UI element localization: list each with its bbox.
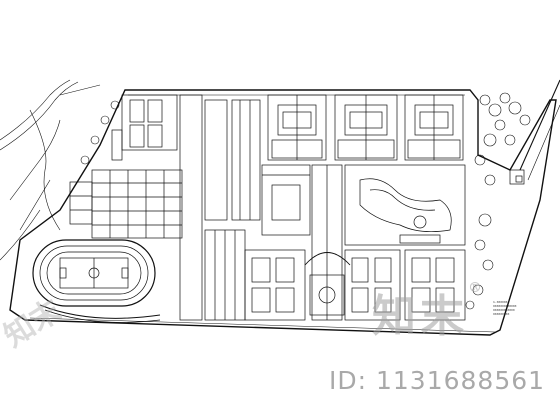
teaching-building-3 <box>404 94 464 161</box>
central-axis <box>261 164 351 321</box>
dormitory-strips <box>179 94 261 321</box>
landscape-garden <box>344 164 466 246</box>
residential-cluster-mid <box>344 249 401 321</box>
running-track <box>32 239 156 307</box>
teaching-building-2 <box>334 94 398 161</box>
site-boundary <box>9 89 557 336</box>
east-road <box>519 79 560 171</box>
plan-notes: 1.XXXXXX XXXXXXXXXXXXX XXXXXXXXXXXX XXXX… <box>493 300 553 330</box>
grandstand <box>39 304 161 323</box>
image-id-label: ID: 1131688561 <box>329 366 546 395</box>
sports-courts <box>69 169 183 239</box>
plan-note-line: 1.XXXXXX <box>493 300 508 304</box>
left-road-lines <box>0 79 101 261</box>
plan-note-line: XXXXXXXXX <box>493 312 510 316</box>
residential-cluster-right <box>404 249 466 321</box>
tennis-courts <box>111 94 178 161</box>
teaching-building-1 <box>267 94 327 161</box>
tree-belt <box>80 92 531 310</box>
plan-note-line: XXXXXXXXXXXX <box>493 308 515 312</box>
residential-cluster-left <box>244 249 306 321</box>
plan-note-line: XXXXXXXXXXXXX <box>493 304 517 308</box>
